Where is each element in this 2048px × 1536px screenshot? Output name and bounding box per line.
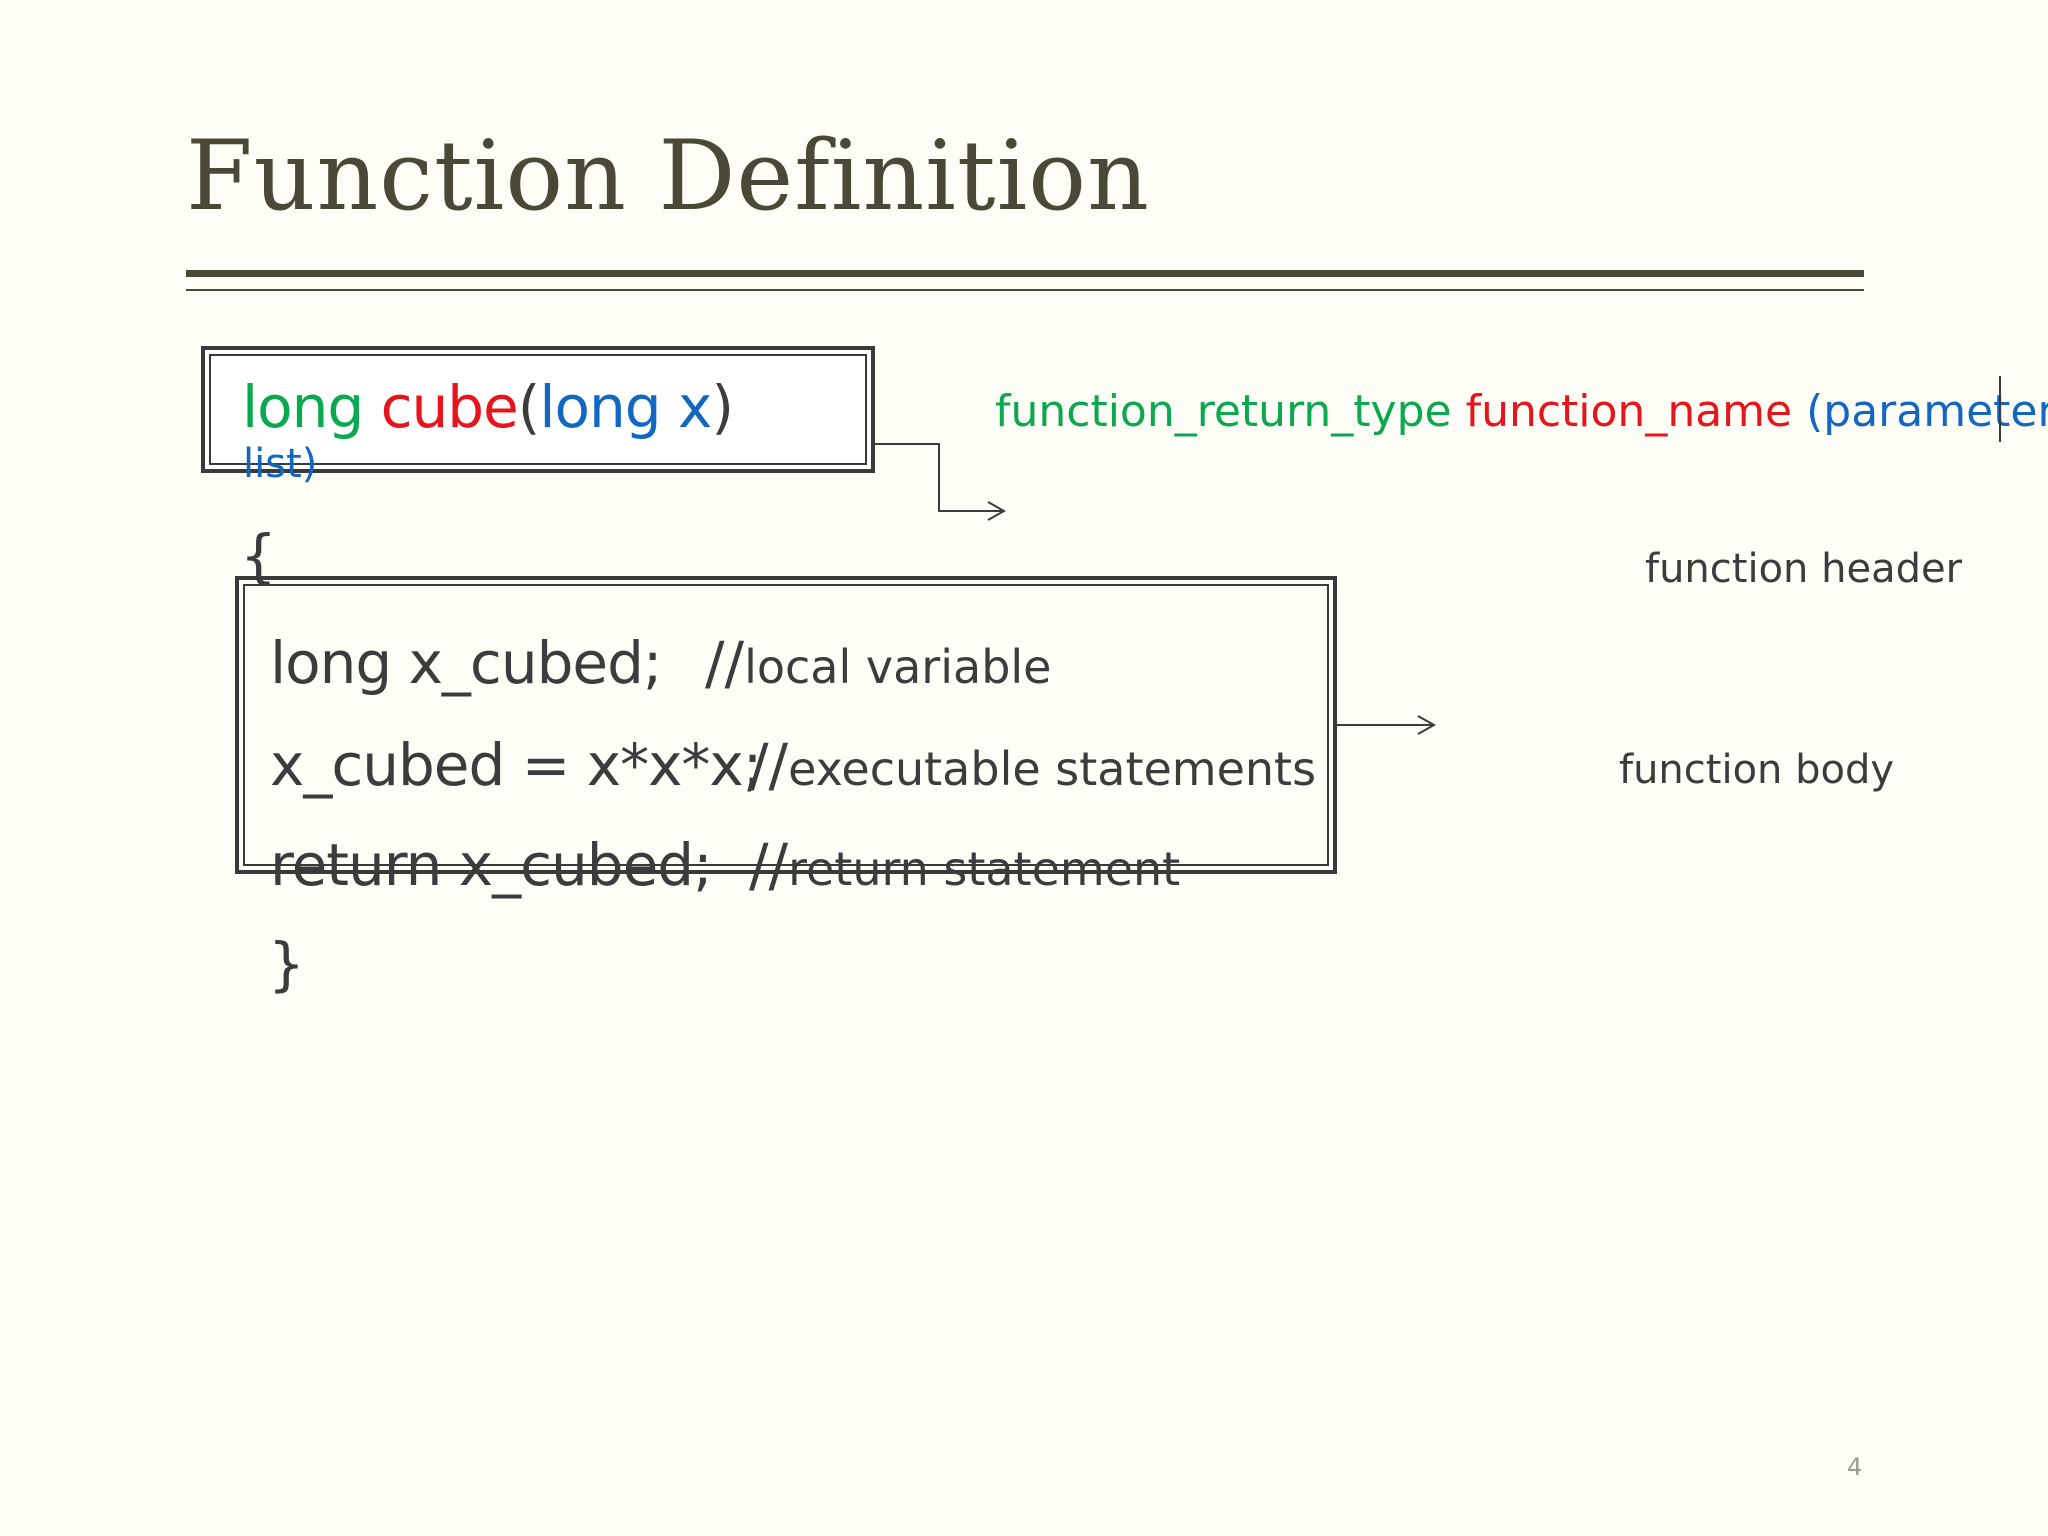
- syntax-return-type: function_return_type: [995, 386, 1452, 437]
- statement-code: x_cubed = x*x*x;: [270, 731, 762, 799]
- open-brace: {: [240, 522, 277, 590]
- page-number: 4: [1847, 1453, 1863, 1481]
- slide-title: Function Definition: [186, 120, 1150, 232]
- open-paren-token: (: [517, 373, 541, 441]
- body-arrowhead: [1417, 715, 1437, 735]
- comment-text: return statement: [788, 842, 1181, 896]
- syntax-template: function_return_type function_name (para…: [995, 390, 2048, 434]
- statement-comment: //executable statements: [749, 736, 1316, 794]
- function-header-label: function header: [1645, 546, 1963, 592]
- text-cursor: [1999, 376, 2001, 442]
- comment-text: local variable: [744, 640, 1052, 694]
- statement-return: return x_cubed; //return statement: [270, 836, 1180, 894]
- function-header-code: long cube(long x): [242, 378, 734, 436]
- title-rule-thick: [186, 270, 1864, 277]
- function-name-token: cube: [380, 373, 519, 441]
- statement-comment: //local variable: [705, 634, 1051, 692]
- function-header-box: [201, 346, 875, 473]
- header-overflow-text: list): [243, 441, 318, 487]
- statement-code: return x_cubed;: [270, 831, 713, 899]
- statement-local-variable: long x_cubed; //local variable: [270, 634, 1051, 692]
- function-body-label: function body: [1619, 747, 1895, 793]
- comment-slashes: //: [749, 731, 789, 799]
- comment-text: executable statements: [788, 742, 1317, 796]
- close-paren-token: ): [711, 373, 734, 441]
- header-arrowhead: [987, 501, 1007, 521]
- comment-slashes: //: [705, 629, 745, 697]
- close-brace: }: [268, 930, 305, 998]
- header-arrow-connector: [875, 443, 1003, 512]
- return-type-token: long: [242, 373, 381, 441]
- statement-executable: x_cubed = x*x*x; //executable statements: [270, 736, 1316, 794]
- parameter-token: long x: [539, 373, 712, 441]
- title-rule-thin: [186, 289, 1864, 291]
- syntax-parameters: (parameter: [1806, 386, 2048, 437]
- function-body-box: [235, 576, 1337, 874]
- statement-comment: //return statement: [749, 836, 1180, 894]
- syntax-function-name: function_name: [1465, 386, 1793, 437]
- statement-code: long x_cubed;: [270, 629, 662, 697]
- comment-slashes: //: [749, 831, 789, 899]
